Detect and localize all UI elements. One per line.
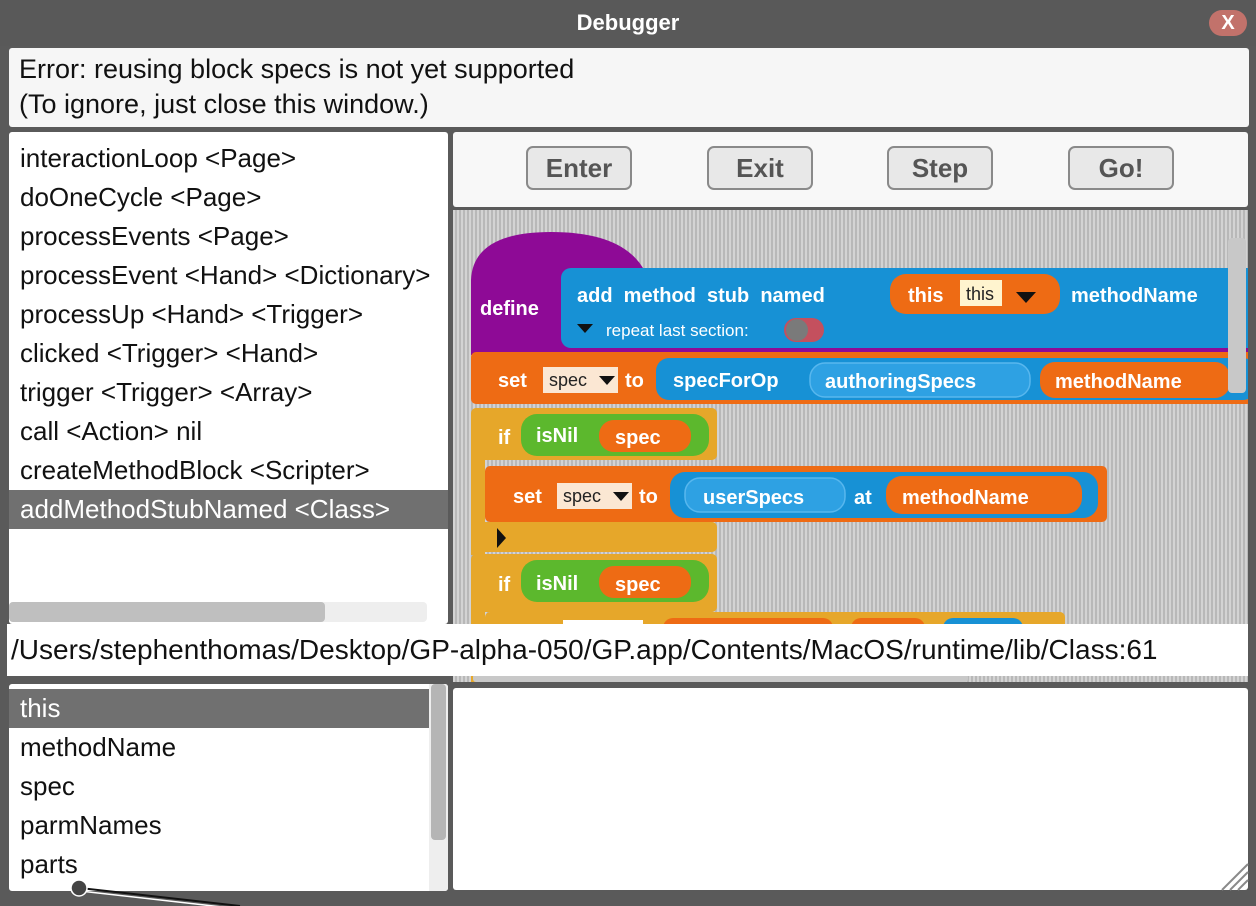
value-inspector-pane[interactable] <box>453 688 1248 890</box>
script-horizontal-scrollbar[interactable] <box>473 674 968 682</box>
define-label: define <box>480 298 539 320</box>
method-name-param: methodName <box>1071 285 1198 307</box>
triangle-down-icon[interactable] <box>577 324 593 333</box>
go-button[interactable]: Go! <box>1068 146 1174 190</box>
error-message: Error: reusing block specs is not yet su… <box>9 48 1249 127</box>
variable-item-selected[interactable]: this <box>9 689 448 728</box>
stack-frame-selected[interactable]: addMethodStubNamed <Class> <box>9 490 448 529</box>
script-vertical-scrollbar[interactable] <box>1228 238 1246 393</box>
methodname-label: methodName <box>902 487 1029 509</box>
spec-label: spec <box>615 427 661 449</box>
spec-label: spec <box>615 574 661 596</box>
chevron-down-icon[interactable] <box>1016 292 1036 303</box>
variable-item[interactable]: methodName <box>20 732 177 762</box>
script-blocks: define add method stub named this this m… <box>471 232 1248 682</box>
if-label: if <box>498 574 511 596</box>
spec-reporter <box>599 566 691 598</box>
if-label: if <box>498 427 511 449</box>
to-label: to <box>639 486 658 508</box>
isnil-label: isNil <box>536 573 578 595</box>
this-param-value[interactable]: this <box>966 284 994 304</box>
spec-reporter <box>599 420 691 452</box>
authoringspecs-reporter <box>809 362 1031 398</box>
script-view[interactable]: define add method stub named this this m… <box>453 210 1248 682</box>
isnil-label: isNil <box>536 425 578 447</box>
userspecs-label: userSpecs <box>703 487 804 509</box>
scrollbar-thumb[interactable] <box>9 602 325 622</box>
stack-frame[interactable]: processUp <Hand> <Trigger> <box>20 299 364 329</box>
authoringspecs-label: authoringSpecs <box>825 371 976 393</box>
stack-frame[interactable]: doOneCycle <Page> <box>20 182 262 212</box>
stack-frame[interactable]: createMethodBlock <Scripter> <box>20 455 370 485</box>
stack-horizontal-scrollbar[interactable] <box>9 602 427 622</box>
close-button[interactable]: X <box>1209 10 1247 36</box>
repeat-last-section-label: repeat last section: <box>606 321 749 340</box>
window-title: Debugger <box>576 10 680 35</box>
methodname-label: methodName <box>1055 371 1182 393</box>
chevron-down-icon[interactable] <box>613 492 629 501</box>
set-label: set <box>513 486 542 508</box>
method-header-words: add method stub named <box>577 285 825 307</box>
triangle-right-icon[interactable] <box>497 528 506 548</box>
chevron-down-icon[interactable] <box>599 376 615 385</box>
stack-frame[interactable]: processEvents <Page> <box>20 221 289 251</box>
variable-item[interactable]: parts <box>20 849 78 879</box>
methodname-reporter <box>886 476 1082 514</box>
variable-name[interactable]: spec <box>563 486 601 506</box>
variables-vertical-scrollbar[interactable] <box>429 684 448 891</box>
stack-frame[interactable]: clicked <Trigger> <Hand> <box>20 338 319 368</box>
call-stack-list: interactionLoop <Page> doOneCycle <Page>… <box>9 132 448 624</box>
variable-item[interactable]: parmNames <box>20 810 162 840</box>
userspecs-reporter <box>684 477 846 513</box>
stack-frame[interactable]: interactionLoop <Page> <box>20 143 297 173</box>
error-line: Error: reusing block specs is not yet su… <box>19 54 575 84</box>
enter-button[interactable]: Enter <box>526 146 632 190</box>
specforop-label: specForOp <box>673 370 779 392</box>
to-label: to <box>625 370 644 392</box>
error-hint: (To ignore, just close this window.) <box>19 89 429 119</box>
scrollbar-thumb[interactable] <box>431 684 446 840</box>
exit-button[interactable]: Exit <box>707 146 813 190</box>
methodname-reporter <box>1040 362 1230 398</box>
variables-list: this methodName spec parmNames parts <box>9 684 448 891</box>
source-path: /Users/stephenthomas/Desktop/GP-alpha-05… <box>7 624 1248 676</box>
at-label: at <box>854 487 872 509</box>
debug-toolbar: Enter Exit Step Go! <box>453 132 1248 207</box>
variable-name[interactable]: spec <box>549 370 587 390</box>
stack-frame[interactable]: processEvent <Hand> <Dictionary> <box>20 260 431 290</box>
toggle-knob <box>786 319 808 341</box>
this-param-label: this <box>908 285 944 307</box>
title-bar[interactable]: Debugger X <box>0 0 1256 46</box>
stack-frame[interactable]: call <Action> nil <box>20 416 203 446</box>
this-param-value-box <box>960 280 1002 306</box>
stack-frame[interactable]: trigger <Trigger> <Array> <box>20 377 313 407</box>
variable-item[interactable]: spec <box>20 771 75 801</box>
set-label: set <box>498 370 527 392</box>
step-button[interactable]: Step <box>887 146 993 190</box>
